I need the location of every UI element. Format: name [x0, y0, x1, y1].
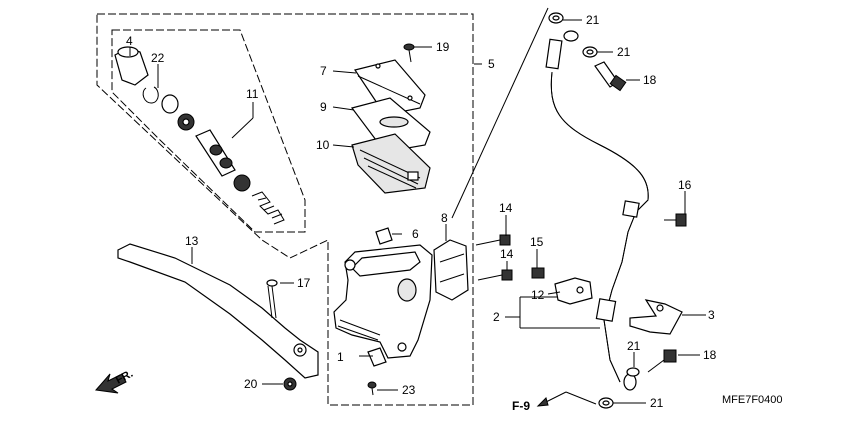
callout: 1 [337, 350, 344, 364]
callout: 3 [708, 308, 715, 322]
master-cylinder-holder [433, 239, 469, 301]
hose-bracket [629, 299, 683, 335]
boot [114, 46, 149, 86]
callout: 21 [586, 13, 600, 27]
callout: 5 [488, 57, 495, 71]
reservoir-plate [350, 97, 431, 153]
callout: 18 [643, 73, 657, 87]
callout: 11 [246, 87, 259, 101]
callout: 22 [151, 51, 165, 65]
piston-kit-group-boundary [111, 29, 306, 233]
hose-clamp-bolt [531, 267, 545, 279]
callouts: 1 2 3 4 5 6 7 8 9 10 11 12 13 14 14 [126, 13, 717, 410]
clamp-bolt [664, 213, 687, 227]
holder-bolt-upper [475, 234, 511, 246]
reference-arrow: F-9 [512, 391, 597, 413]
master-cylinder-group-boundary [96, 13, 474, 406]
screw-23 [367, 381, 377, 396]
callout: 9 [320, 100, 327, 114]
piston-assembly [161, 94, 285, 225]
callout: 10 [316, 138, 330, 152]
callout: 15 [530, 235, 544, 249]
brake-lever [117, 243, 319, 379]
callout: 8 [441, 211, 448, 225]
oil-bolt-lower [647, 349, 677, 373]
diagram-code: MFE7F0400 [722, 394, 783, 406]
callout: 17 [297, 276, 311, 290]
hose-reference-leader [451, 7, 549, 219]
circlip [142, 86, 159, 104]
front-direction-arrow: FR. [95, 368, 135, 394]
cap-screw [403, 43, 415, 63]
sealing-washer-lower [626, 367, 640, 377]
callout: 12 [531, 288, 545, 302]
sealing-washer-upper [582, 46, 598, 58]
reservoir-diaphragm [351, 133, 431, 194]
callout: 19 [436, 40, 450, 54]
callout: 14 [499, 201, 513, 215]
callout: 4 [126, 34, 133, 48]
callout: 23 [402, 383, 416, 397]
callout: 13 [185, 234, 199, 248]
oil-bolt-upper [594, 61, 627, 92]
callout: 21 [650, 396, 664, 410]
callout: 20 [244, 377, 258, 391]
callout: 21 [627, 339, 641, 353]
lever-pivot-nut [283, 377, 297, 391]
brake-hose [545, 30, 649, 391]
callout: 18 [703, 348, 717, 362]
small-bracket [375, 227, 393, 245]
callout: 21 [617, 45, 631, 59]
callout: 6 [412, 227, 419, 241]
direction-label: FR. [114, 368, 135, 387]
callout: 16 [678, 178, 692, 192]
callout: 7 [320, 64, 327, 78]
holder-bolt-lower [477, 269, 513, 281]
switch [367, 347, 387, 367]
callout: 2 [493, 310, 500, 324]
master-cylinder-body [333, 244, 433, 359]
reference-label: F-9 [512, 399, 530, 413]
sealing-washer-bottom [598, 397, 614, 409]
sealing-washer-top [548, 12, 564, 24]
callout: 14 [500, 247, 514, 261]
hose-clamp [554, 277, 593, 305]
lever-pivot-bolt [266, 279, 278, 319]
